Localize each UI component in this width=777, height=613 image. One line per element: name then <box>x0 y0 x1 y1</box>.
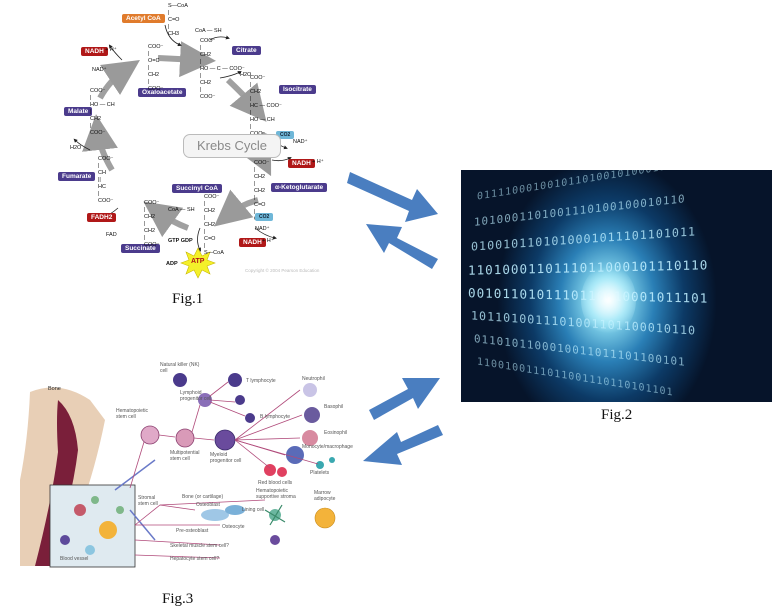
hepatocyte-label: Hepatocyte stem cell? <box>170 556 220 562</box>
fig2-caption: Fig.2 <box>601 407 633 423</box>
skeletal-muscle-label: Skeletal muscle stem cell? <box>170 543 229 549</box>
pre-osteoblast-label: Pre-osteoblast <box>176 528 209 534</box>
acetyl-coa-label: Acetyl CoA <box>122 14 165 23</box>
arrow-fig1-to-fig2 <box>347 172 438 222</box>
tunnel-core-glow <box>581 265 636 335</box>
lining-cell-label: Lining cell <box>242 507 265 513</box>
h-plus-2: + H⁺ <box>312 159 324 165</box>
nad-plus-3: NAD⁺ <box>255 226 270 232</box>
blood-vessel-label: Blood vessel <box>60 556 89 562</box>
osteocyte-label: Osteocyte <box>222 524 245 530</box>
arrow-fig2-to-fig3 <box>363 425 443 465</box>
h-plus-1: + H⁺ <box>105 47 117 53</box>
binary-row: 0100101101010001011101101011 <box>471 224 697 254</box>
co2-tag-1: CO2 <box>276 131 295 139</box>
succinate-label: Succinate <box>121 244 160 253</box>
krebs-cycle-title: Krebs Cycle <box>183 134 281 158</box>
coa-sh-top: CoA — SH <box>195 28 222 34</box>
atp-star <box>180 247 216 279</box>
lymphoid-progenitor-label: Lymphoid progenitor cell <box>180 390 212 402</box>
platelets-label: Platelets <box>310 470 330 476</box>
arrow-fig2-to-fig1 <box>366 224 438 269</box>
red-blood-cells-label: Red blood cells <box>258 480 293 486</box>
t-lymphocyte-label: T lymphocyte <box>246 378 276 384</box>
citrate-molecule: COO⁻ | CH2 | HO — C — COO⁻ | CH2 | COO⁻ <box>200 38 245 100</box>
hematopoietic-stem-cell-label: Hematopoietic stem cell <box>116 408 148 420</box>
bone-label: Bone <box>48 386 61 392</box>
neutrophil-label: Neutrophil <box>302 376 325 382</box>
nad-plus-2: NAD⁺ <box>293 139 308 145</box>
acetyl-coa-molecule: S—CoA | C=O | CH3 <box>168 3 188 37</box>
h2o-malate: H2O <box>70 145 82 151</box>
osteoblast-label: Osteoblast <box>196 502 220 508</box>
fumarate-label: Fumarate <box>58 172 96 181</box>
fig1-caption: Fig.1 <box>172 291 204 307</box>
multipotential-stem-cell-label: Multipotential stem cell <box>170 450 200 462</box>
gtp-gdp: GTP GDP <box>168 238 193 244</box>
krebs-cycle-arrows <box>73 24 292 279</box>
arrow-fig3-to-fig2 <box>369 378 440 420</box>
nadh-label-1: NADH <box>81 47 108 56</box>
stromal-stem-cell-label: Stromal stem cell <box>138 495 158 507</box>
krebs-cycle-diagram: Acetyl CoA S—CoA | C=O | CH3 CoA — SH Ci… <box>50 0 350 285</box>
fumarate-molecule: COO⁻ | CH || HC | COO⁻ <box>98 156 114 204</box>
oxaloacetate-label: Oxaloacetate <box>138 88 187 97</box>
atp-label: ATP <box>191 258 205 265</box>
stem-cell-diagram: Bone Hematopoietic stem cell Multipotent… <box>20 360 365 570</box>
nadh-label-3: NADH <box>239 238 266 247</box>
adipocyte-label: Marrow adipocyte <box>314 490 336 502</box>
supportive-stroma-label: Hematopoietic supportive stroma <box>256 488 296 500</box>
succinyl-coa-label: Succinyl CoA <box>172 184 222 193</box>
oxaloacetate-molecule: COO⁻ | O=C | CH2 | COO⁻ <box>148 44 164 92</box>
malate-molecule: COO⁻ | HO — CH | CH2 | COO⁻ <box>90 88 115 136</box>
b-lymphocyte-label: B lymphocyte <box>260 414 291 420</box>
krebs-credit: Copyright © 2004 Pearson Education <box>245 268 320 273</box>
fadh2-label: FADH2 <box>87 213 117 222</box>
fad-label: FAD <box>106 232 117 238</box>
h-plus-3: + H⁺ <box>262 238 274 244</box>
monocyte-label: Monocyte/macrophage <box>302 444 353 450</box>
citrate-label: Citrate <box>232 46 261 55</box>
nad-plus-1: NAD⁺ <box>92 67 107 73</box>
nadh-label-2: NADH <box>288 159 315 168</box>
myeloid-progenitor-label: Myeloid progenitor cell <box>210 452 242 464</box>
eosinophil-label: Eosinophil <box>324 430 348 436</box>
stem-cell-illustration <box>20 373 336 568</box>
isocitrate-label: Isocitrate <box>279 85 316 94</box>
succinate-molecule: COO⁻ | CH2 | CH2 | COO⁻ <box>144 200 160 248</box>
succinyl-coa-molecule: COO⁻ | CH2 | CH2 | C=O | S—CoA <box>204 194 224 256</box>
malate-label: Malate <box>64 107 93 116</box>
nk-cell-label: Natural killer (NK) cell <box>160 362 200 374</box>
adp-label: ADP <box>166 261 178 267</box>
co2-tag-2: CO2 <box>255 213 274 221</box>
bone-cartilage-label: Bone (or cartilage) <box>182 494 224 500</box>
h2o-isocitrate: H2O <box>240 72 252 78</box>
alpha-ketoglutarate-label: α-Ketoglutarate <box>271 183 328 192</box>
coa-sh-bottom: CoA — SH <box>168 207 195 213</box>
basophil-label: Basophil <box>324 404 344 410</box>
fig3-caption: Fig.3 <box>162 591 194 607</box>
